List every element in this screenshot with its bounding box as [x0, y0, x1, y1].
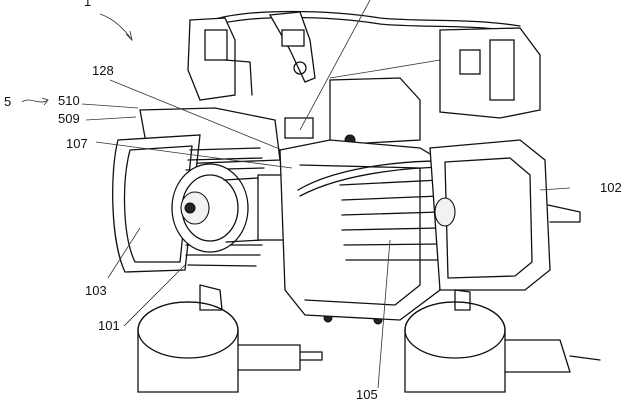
- fuel-injector: [268, 11, 316, 83]
- left-pulley: [171, 163, 299, 253]
- leader-1-arrow: [99, 13, 133, 41]
- leader-top: [299, 0, 371, 131]
- leader-lines: [21, 0, 571, 389]
- ref-label-105: 105: [356, 387, 378, 402]
- top-pipe-inner: [211, 16, 521, 33]
- left-mount-lug: [199, 284, 223, 311]
- center-block: [284, 77, 421, 146]
- leader-102: [539, 187, 571, 191]
- rod-linkage: [329, 59, 441, 79]
- left-cylinder-cover: [112, 134, 201, 273]
- ref-label-510: 510: [58, 93, 80, 108]
- left-lower-canister: [137, 301, 323, 393]
- leader-510: [81, 103, 139, 109]
- leader-509: [85, 116, 137, 121]
- ref-label-5: 5: [4, 94, 12, 109]
- crankcase-contour: [299, 164, 421, 306]
- leader-128: [109, 79, 283, 151]
- leader-103: [107, 227, 141, 279]
- right-top-bracket: [439, 27, 541, 119]
- right-lower-canister: [404, 301, 601, 393]
- ref-label-509: 509: [58, 111, 80, 126]
- ref-label-103: 103: [85, 283, 107, 298]
- leader-105: [377, 239, 391, 389]
- left-top-bracket: [187, 17, 253, 101]
- ref-label-101: 101: [98, 318, 120, 333]
- ref-label-128: 128: [92, 63, 114, 78]
- leader-107: [95, 141, 293, 169]
- right-cylinder-fins: [339, 179, 441, 261]
- leader-5-arrow: [21, 99, 49, 103]
- ref-label-102: 102: [600, 180, 622, 195]
- ref-label-107: 107: [66, 136, 88, 151]
- top-pipe: [211, 10, 521, 27]
- right-cylinder-head: [429, 139, 581, 291]
- leader-101: [123, 264, 186, 327]
- ref-label-1: 1: [84, 0, 92, 9]
- right-mount-lug: [454, 289, 471, 311]
